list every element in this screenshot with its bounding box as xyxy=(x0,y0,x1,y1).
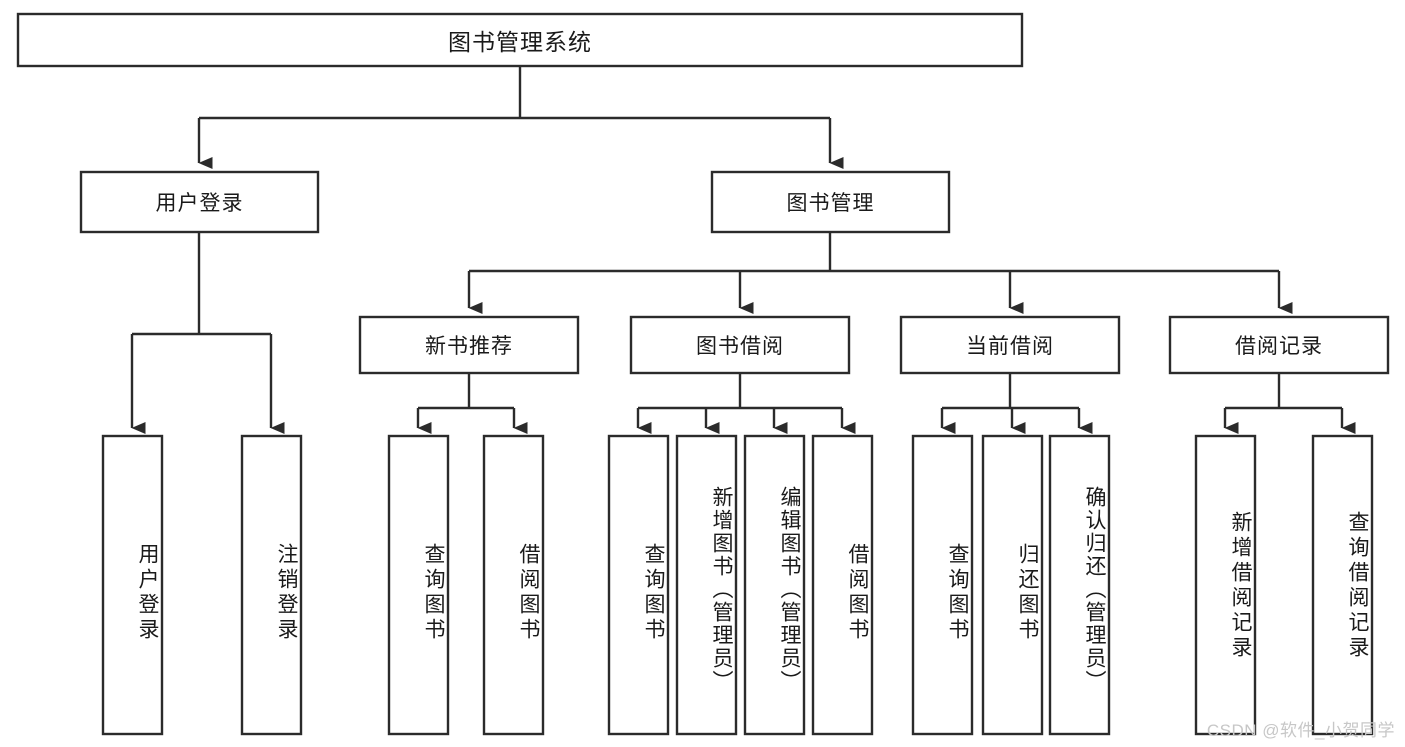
node-user-login-box[interactable] xyxy=(79,170,320,234)
node-leaf-logout-box[interactable] xyxy=(240,434,303,736)
node-leaf-query-record-box[interactable] xyxy=(1311,434,1374,736)
node-leaf-add-record-box[interactable] xyxy=(1194,434,1257,736)
node-leaf-query-book-bb-box[interactable] xyxy=(607,434,670,736)
csdn-watermark: CSDN @软件_小贺同学 xyxy=(1206,721,1395,740)
node-borrow-record-box[interactable] xyxy=(1168,315,1390,375)
node-current-borrow-box[interactable] xyxy=(899,315,1121,375)
node-leaf-confirm-return-box[interactable] xyxy=(1048,434,1111,736)
node-leaf-edit-book-box[interactable] xyxy=(743,434,806,736)
node-leaf-query-book-cb-box[interactable] xyxy=(911,434,974,736)
node-leaf-query-book-nb-box[interactable] xyxy=(387,434,450,736)
node-root-box[interactable] xyxy=(16,12,1024,68)
node-leaf-borrow-book-nb-box[interactable] xyxy=(482,434,545,736)
node-book-borrow-box[interactable] xyxy=(629,315,851,375)
node-book-manage-box[interactable] xyxy=(710,170,951,234)
node-leaf-return-book-box[interactable] xyxy=(981,434,1044,736)
node-new-book-recommend-box[interactable] xyxy=(358,315,580,375)
node-leaf-user-login-box[interactable] xyxy=(101,434,164,736)
node-leaf-borrow-book-bb-box[interactable] xyxy=(811,434,874,736)
node-leaf-add-book-box[interactable] xyxy=(675,434,738,736)
